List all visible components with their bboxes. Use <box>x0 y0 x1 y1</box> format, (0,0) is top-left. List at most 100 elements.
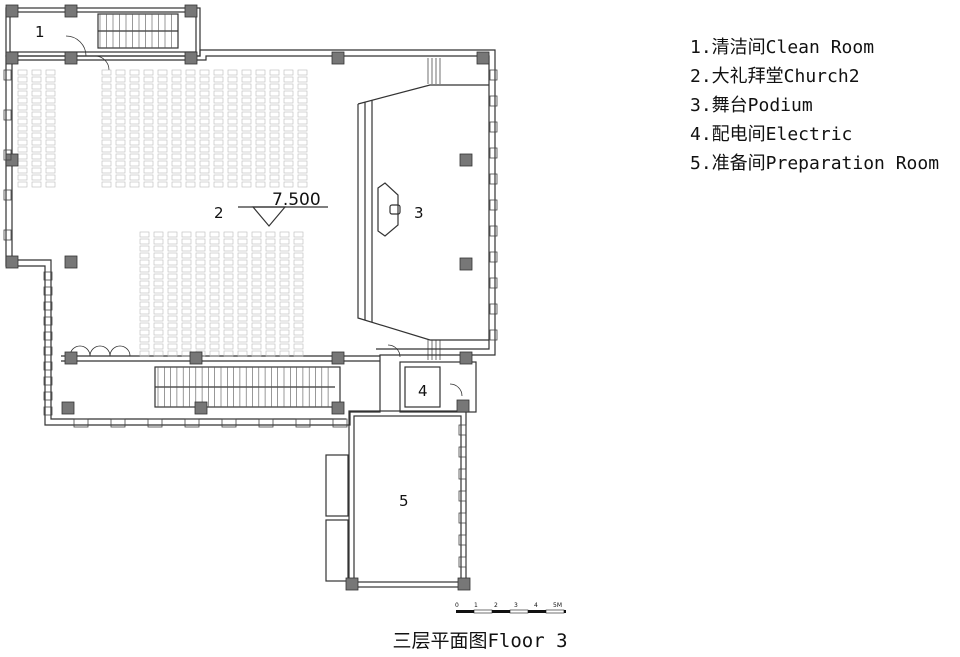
seat <box>279 231 290 238</box>
seat <box>139 287 150 294</box>
seat <box>17 167 28 174</box>
seat <box>213 69 224 76</box>
seat <box>209 259 220 266</box>
seat <box>227 111 238 118</box>
seat <box>241 76 252 83</box>
electric-room-outline <box>399 361 477 413</box>
seat <box>129 69 140 76</box>
seat <box>157 167 168 174</box>
stair-treads <box>99 14 329 407</box>
column <box>476 51 490 65</box>
wall-pier <box>458 512 467 524</box>
seat <box>213 76 224 83</box>
seat <box>139 238 150 245</box>
seat <box>115 167 126 174</box>
seat <box>167 350 178 357</box>
seat <box>255 118 266 125</box>
wall-pier <box>489 303 498 315</box>
seat <box>293 322 304 329</box>
seat <box>171 83 182 90</box>
seat <box>171 111 182 118</box>
seat <box>227 83 238 90</box>
seat <box>143 76 154 83</box>
seat <box>115 160 126 167</box>
seat <box>171 97 182 104</box>
seat <box>265 315 276 322</box>
seat <box>101 90 112 97</box>
seat <box>115 146 126 153</box>
seat <box>223 301 234 308</box>
seat <box>195 322 206 329</box>
seat <box>129 97 140 104</box>
seat <box>157 132 168 139</box>
seat <box>283 111 294 118</box>
column <box>5 255 19 269</box>
seat <box>153 343 164 350</box>
seat <box>139 308 150 315</box>
seat <box>153 329 164 336</box>
column <box>345 577 359 591</box>
seat <box>279 245 290 252</box>
seat <box>139 245 150 252</box>
seat <box>237 252 248 259</box>
seat <box>213 181 224 188</box>
seat <box>297 132 308 139</box>
seat <box>185 146 196 153</box>
wall-pier <box>489 95 498 107</box>
seat <box>129 139 140 146</box>
wall-pier <box>458 446 467 458</box>
seat <box>269 181 280 188</box>
seat <box>269 111 280 118</box>
seat <box>293 336 304 343</box>
seat <box>45 83 56 90</box>
seat <box>153 238 164 245</box>
seat <box>255 146 266 153</box>
legend-item: 5.准备间Preparation Room <box>690 153 940 174</box>
seat <box>157 76 168 83</box>
seat <box>17 125 28 132</box>
seat <box>157 97 168 104</box>
seat <box>237 259 248 266</box>
legend-item: 4.配电间Electric <box>690 124 853 145</box>
seat <box>251 308 262 315</box>
seat <box>237 315 248 322</box>
seat <box>209 238 220 245</box>
seat <box>265 322 276 329</box>
seat <box>213 139 224 146</box>
seat <box>171 181 182 188</box>
seat <box>167 322 178 329</box>
seat <box>241 181 252 188</box>
seat <box>297 153 308 160</box>
seat <box>199 160 210 167</box>
column <box>331 401 345 415</box>
seat <box>251 322 262 329</box>
seat <box>223 329 234 336</box>
seat <box>279 266 290 273</box>
seat <box>209 308 220 315</box>
seat <box>269 167 280 174</box>
seat <box>227 139 238 146</box>
seat <box>199 69 210 76</box>
seat <box>115 111 126 118</box>
wall-pier <box>489 69 498 81</box>
seat <box>283 69 294 76</box>
seat <box>181 343 192 350</box>
wall-pier <box>43 391 53 401</box>
seat <box>143 174 154 181</box>
scale-tick: 1 <box>474 602 478 609</box>
seat <box>223 238 234 245</box>
column <box>459 257 473 271</box>
seat <box>227 90 238 97</box>
seat <box>185 104 196 111</box>
seat <box>279 343 290 350</box>
seat <box>265 294 276 301</box>
seat <box>171 174 182 181</box>
seat <box>167 315 178 322</box>
seat <box>283 97 294 104</box>
seat <box>241 146 252 153</box>
scale-tick: 4 <box>534 602 538 609</box>
seat <box>251 350 262 357</box>
seat <box>213 146 224 153</box>
seat <box>227 153 238 160</box>
seat <box>185 139 196 146</box>
